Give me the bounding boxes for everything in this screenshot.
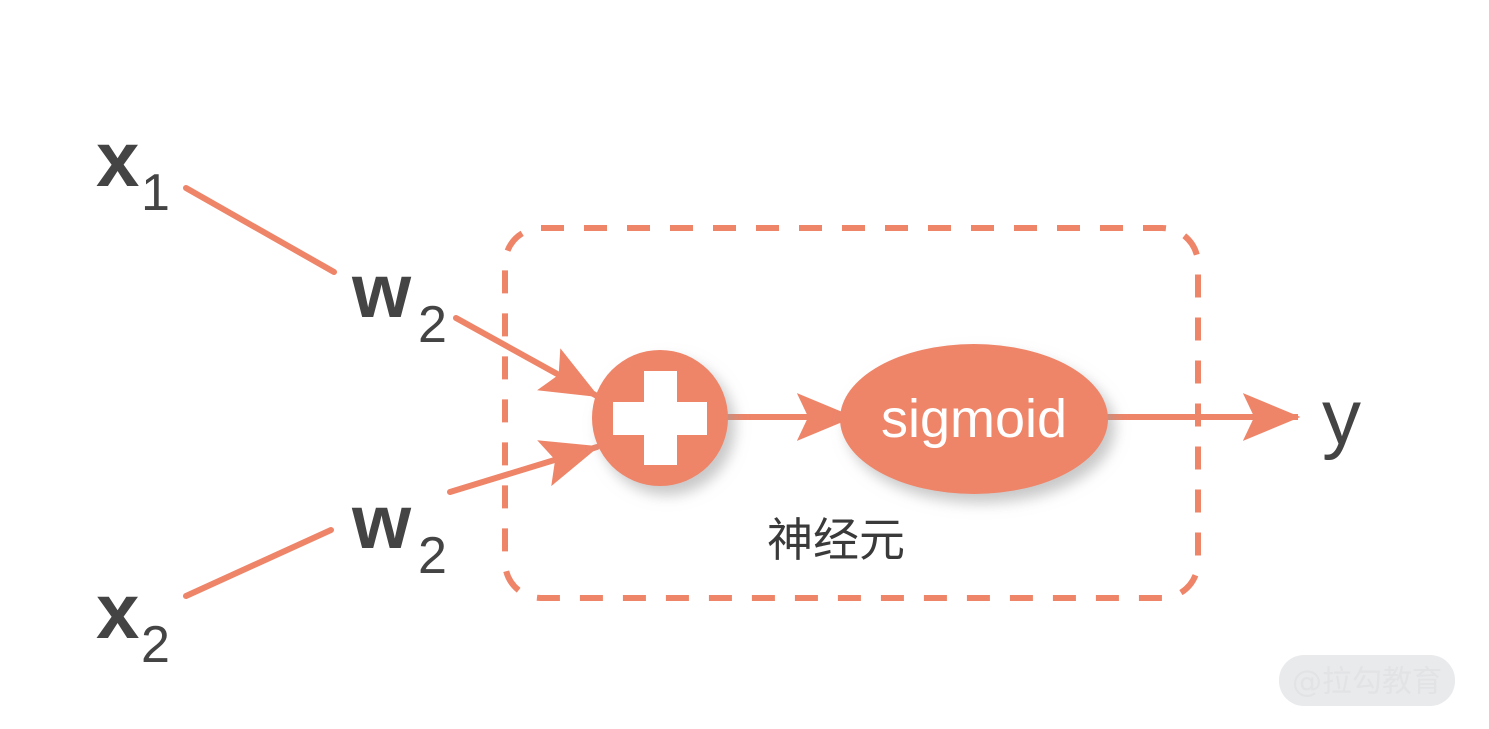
weight-label-top-base: w (351, 249, 412, 334)
neuron-boundary-box (502, 225, 1201, 601)
activation-node[interactable]: sigmoid (840, 344, 1108, 494)
edge-weight-to-sum-top (453, 315, 600, 399)
input-label-x2-subscript: 2 (141, 616, 170, 674)
watermark-text: @拉勾教育 (1292, 665, 1442, 700)
neuron-caption: 神经元 (767, 513, 905, 567)
input-label-x2: x 2 (96, 567, 170, 674)
weight-label-top: w 2 (351, 249, 447, 354)
weight-label-bottom-subscript: 2 (418, 527, 447, 585)
watermark-pill (1279, 655, 1455, 706)
input-label-x2-base: x (96, 567, 139, 655)
input-label-x1-subscript: 1 (141, 164, 170, 222)
edge-x1-to-weight (183, 185, 337, 275)
weight-label-bottom: w 2 (351, 480, 447, 585)
edge-weight-to-sum-bottom (447, 440, 600, 495)
activation-node-label: sigmoid (881, 389, 1067, 449)
input-label-x1: x 1 (96, 115, 170, 222)
sum-node[interactable] (592, 350, 728, 486)
weight-label-top-subscript: 2 (418, 296, 447, 354)
input-label-x1-base: x (96, 115, 139, 203)
watermark: @拉勾教育 (1279, 655, 1455, 706)
weight-label-bottom-base: w (351, 480, 412, 565)
activation-node-ellipse (840, 344, 1108, 494)
output-label-y: y (1322, 373, 1361, 461)
edge-x2-to-weight (183, 527, 334, 599)
plus-icon-vertical (644, 371, 677, 465)
